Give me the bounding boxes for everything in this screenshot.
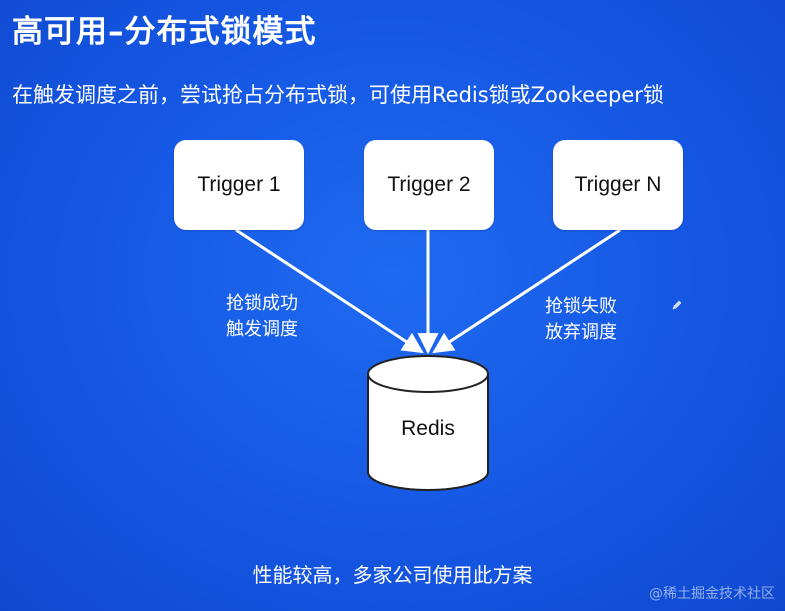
pen-icon — [672, 300, 682, 310]
trigger-2-label: Trigger 2 — [387, 173, 471, 196]
page-subtitle: 在触发调度之前，尝试抢占分布式锁，可使用Redis锁或Zookeeper锁 — [12, 83, 664, 107]
arrow-triggerN-to-redis — [432, 228, 621, 354]
trigger-1-node: Trigger 1 — [174, 140, 304, 230]
trigger-2-node: Trigger 2 — [364, 140, 494, 230]
arrow-trigger1-to-redis — [235, 228, 424, 354]
page-title: 高可用–分布式锁模式 — [12, 14, 317, 50]
edge-label-fail-line2: 放弃调度 — [545, 322, 617, 343]
trigger-1-label: Trigger 1 — [197, 173, 281, 196]
edge-label-fail-line1: 抢锁失败 — [545, 296, 617, 317]
redis-cylinder — [367, 355, 489, 491]
edge-label-success-line1: 抢锁成功 — [226, 293, 298, 314]
edge-label-success: 抢锁成功 触发调度 — [226, 291, 298, 343]
trigger-n-node: Trigger N — [553, 140, 683, 230]
trigger-n-label: Trigger N — [574, 173, 662, 196]
watermark: @稀土掘金技术社区 — [649, 586, 775, 602]
edge-label-success-line2: 触发调度 — [226, 319, 298, 340]
footer-note: 性能较高，多家公司使用此方案 — [252, 563, 533, 587]
redis-label: Redis — [401, 417, 455, 440]
edge-label-fail: 抢锁失败 放弃调度 — [545, 294, 617, 346]
